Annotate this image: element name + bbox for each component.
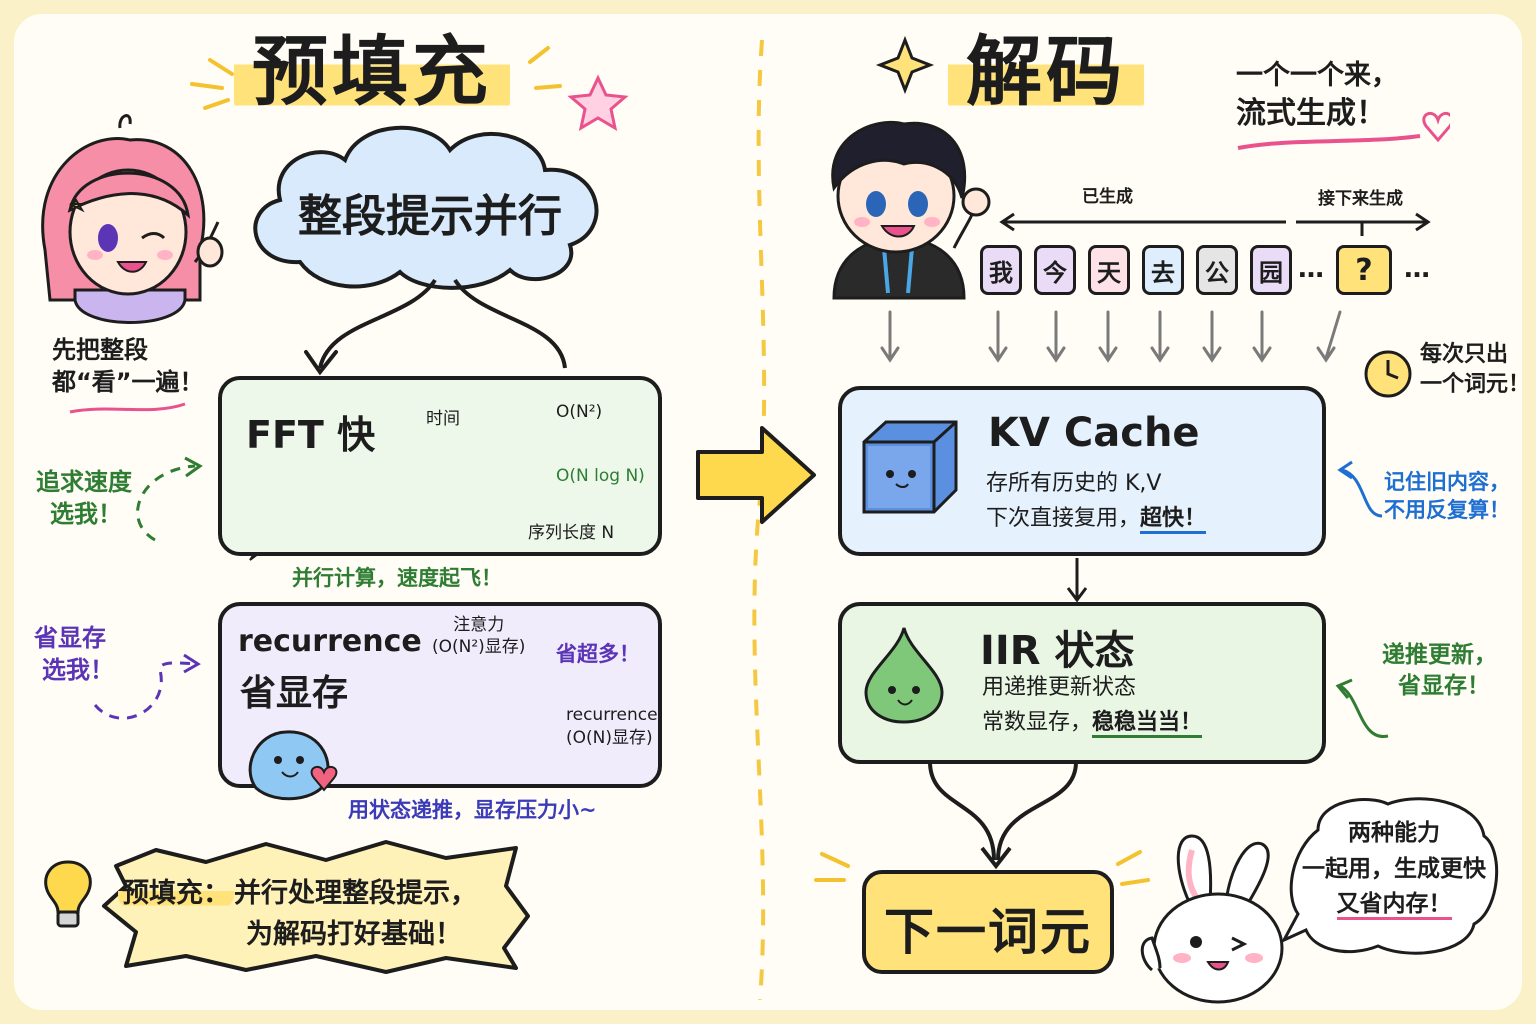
fft-box — [218, 376, 662, 556]
generation-timeline — [999, 212, 1431, 236]
boy-character-icon — [831, 120, 991, 300]
iir-side-arrow — [1335, 678, 1389, 738]
iir-title: IIR 状态 — [980, 628, 1135, 674]
down-arrow — [1202, 310, 1222, 363]
down-arrow — [880, 310, 900, 363]
recurrence-caption: 用状态递推，显存压力小~ — [348, 798, 597, 822]
ellipsis-2: … — [1404, 254, 1430, 284]
girl-caption: 先把整段 都“看”一遍！ — [52, 336, 204, 397]
blob-heart-icon — [248, 730, 338, 801]
kv-description: 存所有历史的 K,V 下次直接复用，超快！ — [986, 466, 1207, 536]
fft-caption: 并行计算，速度起飞！ — [292, 566, 502, 590]
prefill-summary: 预填充：并行处理整段提示， 为解码打好基础！ — [118, 874, 477, 955]
down-arrow — [1150, 310, 1170, 363]
kv-side-arrow — [1337, 460, 1383, 518]
down-arrow — [1098, 310, 1118, 363]
lightbulb-icon — [44, 860, 92, 928]
bunny-character-icon — [1140, 834, 1284, 1004]
merge-arrow — [928, 761, 1078, 870]
token-box: 天 — [1088, 245, 1130, 295]
recurrence-subtitle: 省显存 — [240, 673, 349, 714]
next-token-label: 下一词元 — [884, 903, 1092, 961]
chart-y-label: 时间 — [426, 409, 460, 429]
cube-icon — [862, 420, 958, 514]
heart-icon — [1422, 111, 1450, 143]
bar1-label: 注意力 (O(N²)显存) — [432, 615, 526, 658]
fft-title: FFT 快 — [246, 413, 376, 457]
iir-description: 用递推更新状态 常数显存，稳稳当当！ — [982, 670, 1203, 740]
token-box: 公 — [1196, 245, 1238, 295]
ellipsis-1: … — [1298, 254, 1324, 284]
down-arrow — [1252, 310, 1272, 363]
token-box: 去 — [1142, 245, 1184, 295]
prefill-title: 预填充 — [234, 27, 510, 116]
kv-title: KV Cache — [988, 410, 1200, 456]
big-right-arrow-icon — [696, 426, 816, 524]
kv-to-iir-arrow — [1066, 558, 1088, 603]
recurrence-title: recurrence — [238, 624, 422, 659]
recurrence-side-note: 省显存 选我！ — [34, 624, 114, 685]
label-quadratic: O(N²) — [556, 402, 603, 422]
decode-title: 解码 — [948, 27, 1144, 116]
bunny-bubble-text: 两种能力 一起用，生成更快 又省内存！ — [1302, 816, 1486, 923]
generated-label: 已生成 — [1082, 187, 1133, 207]
speech-bubble-shape — [1280, 797, 1499, 955]
token-down-arrows — [880, 310, 1342, 363]
iir-side-note: 递推更新， 省显存！ — [1382, 642, 1497, 700]
label-nlogn: O(N log N) — [556, 466, 645, 486]
summary-burst-shape — [102, 840, 530, 974]
token-box: 园 — [1250, 245, 1292, 295]
down-arrow — [1046, 310, 1066, 363]
sparkle-icon — [814, 850, 1150, 886]
saving-note: 省超多！ — [556, 642, 640, 666]
fft-side-note: 追求速度 选我！ — [36, 468, 132, 529]
cloud-text: 整段提示并行 — [298, 191, 562, 242]
chart-x-label: 序列长度 N — [528, 523, 615, 543]
stream-underline — [1237, 111, 1450, 150]
clock-note: 每次只出 一个词元！ — [1420, 342, 1531, 397]
bar2-label: recurrence (O(N)显存) — [566, 705, 658, 748]
down-arrow — [1316, 310, 1342, 363]
down-arrow — [988, 310, 1008, 363]
token-box: 今 — [1034, 245, 1076, 295]
next-token-box — [862, 870, 1114, 974]
kv-side-note: 记住旧内容， 不用反复算！ — [1384, 470, 1510, 523]
token-box: 我 — [980, 245, 1022, 295]
stream-note: 一个一个来， 流式生成！ — [1236, 60, 1398, 132]
droplet-icon — [864, 627, 944, 724]
next-label: 接下来生成 — [1318, 189, 1403, 209]
clock-icon — [1364, 350, 1412, 398]
next-token-placeholder: ? — [1336, 245, 1392, 295]
